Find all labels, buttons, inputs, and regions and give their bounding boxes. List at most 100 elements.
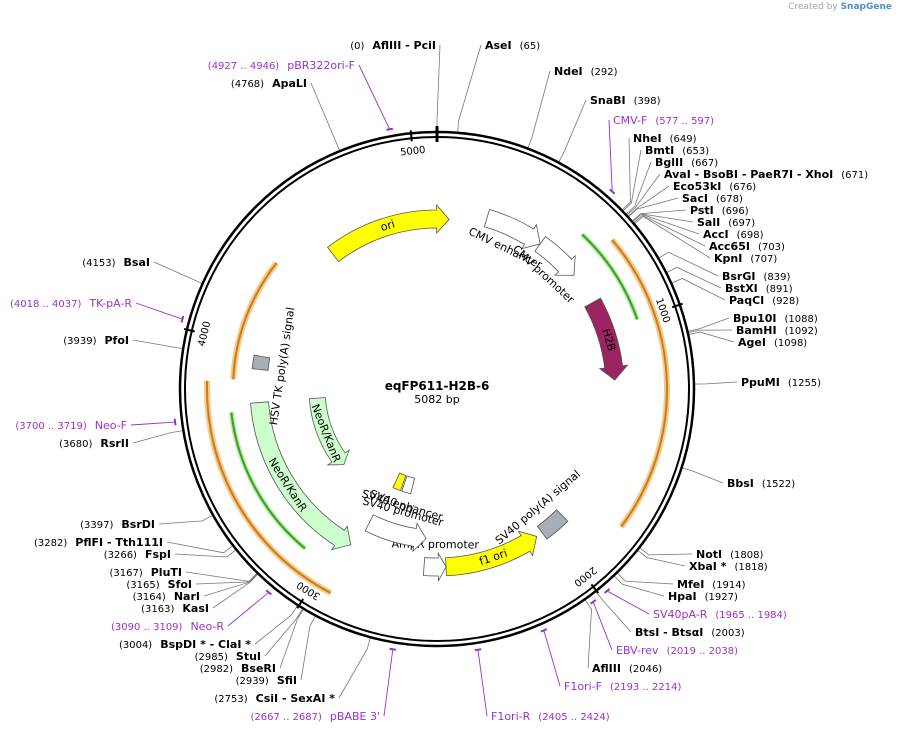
inner-feature-0: [308, 397, 350, 466]
enzyme-name: CsiI - SexAI *: [256, 692, 336, 705]
tick-5000: [409, 130, 413, 142]
primer-leader-6: [592, 601, 613, 651]
enzyme-site-35: (3164)NarI: [133, 590, 200, 603]
primer-range: (2405 .. 2424): [538, 712, 610, 723]
enzyme-leader-39: [166, 541, 234, 554]
enzyme-pos: (891): [766, 284, 793, 295]
enzyme-site-42: (3939)PfoI: [63, 334, 129, 347]
enzyme-leader-4: [621, 137, 631, 211]
enzyme-name: SnaBI: [590, 94, 626, 107]
enzyme-pos: (292): [591, 67, 618, 78]
tick-label-4000: 4000: [197, 320, 214, 347]
enzyme-pos: (0): [350, 41, 364, 52]
enzyme-site-29: (2753)CsiI - SexAI *: [214, 692, 335, 705]
enzyme-name: AccI: [703, 228, 729, 241]
primer-name: F1ori-R: [491, 710, 531, 723]
enzyme-name: BmtI: [645, 144, 674, 157]
primer-mark-0: [386, 127, 393, 131]
green-line-1: [230, 412, 306, 550]
enzyme-pos: (3167): [109, 568, 142, 579]
enzyme-leader-33: [254, 604, 299, 645]
enzyme-pos: (1092): [785, 326, 818, 337]
enzyme-leader-44: [310, 82, 341, 152]
feature-f1-ori: [445, 530, 538, 577]
primer-site-4: (3090 .. 3109)Neo-R: [111, 620, 224, 633]
enzyme-site-21: PpuMI(1255): [741, 376, 821, 389]
enzyme-name: PpuMI: [741, 376, 780, 389]
enzyme-leader-30: [300, 615, 316, 681]
enzyme-name: RsrII: [100, 437, 129, 450]
enzyme-leader-6: [625, 161, 652, 215]
enzyme-pos: (3680): [59, 439, 92, 450]
enzyme-site-7: AvaI - BsoBI - PaeR7I - XhoI(671): [664, 168, 868, 181]
plasmid-length: 5082 bp: [414, 393, 459, 406]
enzyme-name: SalI: [697, 216, 720, 229]
enzyme-name: PstI: [690, 204, 714, 217]
enzyme-site-27: BtsI - BtsαI(2003): [635, 626, 745, 639]
enzyme-name: BamHI: [736, 324, 777, 337]
enzyme-pos: (3282): [34, 538, 67, 549]
enzyme-pos: (1088): [785, 314, 818, 325]
enzyme-site-4: NheI(649): [633, 132, 697, 145]
orf-line-1: [206, 380, 332, 594]
enzyme-leader-2: [527, 70, 551, 149]
enzyme-pos: (839): [763, 272, 790, 283]
enzyme-name: AflIII: [592, 662, 621, 675]
enzyme-name: ApaLI: [272, 77, 307, 90]
enzyme-leader-9: [627, 197, 679, 218]
enzyme-leader-5: [622, 149, 642, 212]
enzyme-pos: (928): [772, 296, 799, 307]
primer-mark-4: [265, 589, 272, 596]
enzyme-site-31: (2982)BseRI: [200, 662, 276, 675]
enzyme-leader-26: [613, 575, 665, 597]
enzyme-pos: (4768): [231, 79, 264, 90]
enzyme-site-24: XbaI *(1818): [689, 560, 768, 573]
enzyme-site-25: MfeI(1914): [677, 578, 746, 591]
feature-h2b: [584, 297, 629, 381]
enzyme-name: BstXI: [725, 282, 758, 295]
enzyme-leader-19: [687, 329, 733, 334]
primer-site-5: SV40pA-R (1965 .. 1984): [653, 608, 787, 621]
primer-range: (3090 .. 3109): [111, 622, 183, 633]
enzyme-leader-14: [633, 215, 711, 259]
enzyme-name: BseRI: [241, 662, 276, 675]
primer-leader-2: [135, 302, 183, 320]
enzyme-pos: (676): [729, 182, 756, 193]
enzyme-site-39: (3282)PflFI - Tth111I: [34, 536, 163, 549]
primer-mark-2: [180, 315, 185, 323]
enzyme-site-3: SnaBI(398): [590, 94, 661, 107]
enzyme-name: AgeI: [738, 336, 766, 349]
primer-range: (2667 .. 2687): [251, 712, 323, 723]
enzyme-pos: (698): [737, 230, 764, 241]
enzyme-name: StuI: [236, 650, 261, 663]
orf-line-2: [232, 262, 278, 380]
enzyme-site-34: (3163)KasI: [141, 602, 209, 615]
enzyme-leader-29: [338, 637, 371, 699]
enzyme-name: KpnI: [714, 252, 742, 265]
primer-site-0: (4927 .. 4946)pBR322ori-F: [208, 59, 355, 72]
primer-leader-3: [130, 421, 176, 426]
feature-cmv-enhancer: [483, 209, 541, 250]
primer-site-2: (4018 .. 4037)TK-pA-R: [10, 297, 132, 310]
enzyme-site-16: BstXI (891): [725, 282, 793, 295]
primer-mark-5: [603, 588, 611, 594]
enzyme-pos: (1914): [712, 580, 745, 591]
enzyme-pos: (65): [520, 41, 541, 52]
enzyme-name: NdeI: [554, 65, 583, 78]
enzyme-leader-1: [457, 44, 482, 133]
enzyme-name: AvaI - BsoBI - PaeR7I - XhoI: [664, 168, 833, 181]
feature-sv40-promoter: [364, 514, 427, 553]
enzyme-name: Acc65I: [709, 240, 750, 253]
enzyme-site-2: NdeI (292): [554, 65, 618, 78]
primer-range: (1965 .. 1984): [715, 610, 787, 621]
enzyme-site-43: (4153)BsaI: [82, 256, 150, 269]
primer-leader-0: [358, 64, 391, 130]
primer-name: SV40pA-R: [653, 608, 708, 621]
credit-prefix: Created by: [788, 2, 838, 12]
enzyme-leader-20: [688, 331, 735, 343]
primer-site-9: (2667 .. 2687)pBABE 3': [251, 710, 381, 723]
enzyme-leader-13: [633, 214, 706, 247]
enzyme-site-12: AccI (698): [703, 228, 764, 241]
tick-4000: [183, 327, 195, 333]
